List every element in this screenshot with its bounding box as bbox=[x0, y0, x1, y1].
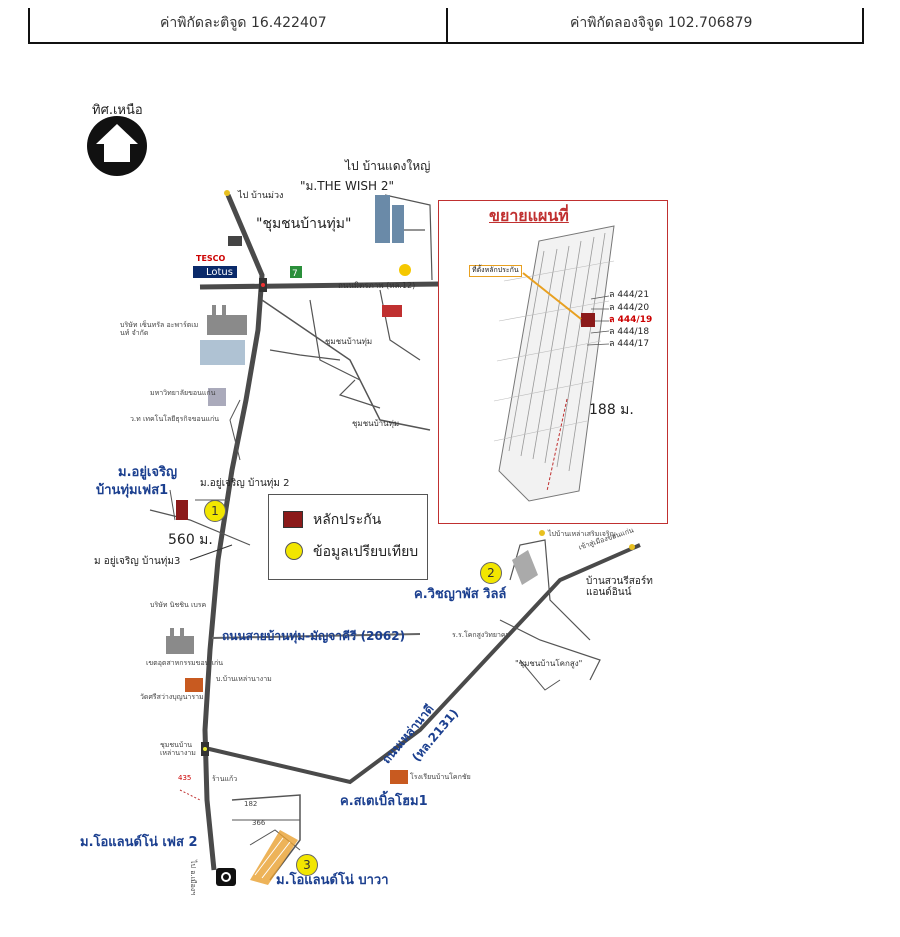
label-company-central: บริษัท เซ็นทรัล อะพาร์ตเมนท์ จำกัด bbox=[120, 321, 199, 337]
coordinate-header: ค่าพิกัดละติจูด 16.422407 ค่าพิกัดลองจิจ… bbox=[28, 8, 864, 44]
latitude-text: ค่าพิกัดละติจูด 16.422407 bbox=[160, 15, 327, 31]
inset-collateral-marker bbox=[581, 313, 595, 327]
inset-plot-canvas bbox=[493, 225, 615, 502]
inset-title: ขยายแผนที่ bbox=[489, 206, 569, 225]
label-to-ban-daeng-yai: ไป บ้านแดงใหญ่ bbox=[345, 159, 431, 173]
inset-zoom-map: ขยายแผนที่ ที่ตั้งหลักประกัน ล 444/21 ล … bbox=[438, 200, 668, 524]
svg-text:7: 7 bbox=[292, 269, 298, 279]
north-label: ทิศ.เหนือ bbox=[92, 103, 143, 118]
comparable-marker-2[interactable]: 2 bbox=[480, 562, 502, 584]
comp1-extra2: ม อยู่เจริญ บ้านทุ่ม3 bbox=[94, 556, 181, 567]
road-2062 bbox=[211, 633, 421, 639]
seven-eleven-icon: 7 bbox=[290, 266, 302, 279]
legend-collateral-swatch bbox=[283, 511, 303, 528]
gas-pump-icon bbox=[216, 868, 236, 886]
label-kok-sung-community: "ชุมชนบ้านโคกสูง" bbox=[515, 659, 583, 668]
label-ban-lao-nang: บ.บ้านเหล่านางาม bbox=[216, 675, 272, 683]
north-arrow-icon bbox=[87, 116, 147, 176]
inset-distance: 188 ม. bbox=[589, 402, 634, 418]
road-mittraphap-label: ถนนมิตรภาพ (ทล.12) bbox=[338, 281, 416, 290]
tesco-text: TESCO bbox=[196, 254, 226, 263]
road-2062-label: ถนนสายบ้านทุ่ม-มัญจาคีรี (2062) bbox=[222, 629, 406, 643]
label-to-ban-muang: ไป บ้านม่วง bbox=[238, 191, 284, 201]
legend-collateral-label: หลักประกัน bbox=[313, 512, 382, 528]
label-wat: วัดศรีสว่างบุญนาราม bbox=[140, 693, 204, 701]
temple-icon bbox=[390, 770, 408, 784]
label-community-ban-thum: "ชุมชนบ้านทุ่ม" bbox=[256, 216, 352, 232]
legend: หลักประกัน ข้อมูลเปรียบเทียบ bbox=[268, 494, 428, 580]
label-to-mueang-south: ไป อ.เมืองฯ bbox=[189, 860, 197, 896]
label-num-366: 366 bbox=[252, 819, 266, 827]
inset-lot-5: ล 444/17 bbox=[609, 339, 650, 349]
label-kok-sung-school: ร.ร.โคกสูงวิทยาคม bbox=[452, 631, 511, 639]
label-industrial: เขตอุตสาหกรรมขอนแก่น bbox=[146, 659, 223, 667]
shell-icon bbox=[399, 264, 411, 276]
comp1-name-line1: ม.อยู่เจริญ bbox=[118, 465, 178, 480]
comp2-extra: บ้านสวนรีสอร์ท แอนด์อินน์ bbox=[586, 576, 653, 598]
inset-callout: ที่ตั้งหลักประกัน bbox=[469, 265, 522, 277]
factory-icon bbox=[166, 628, 194, 654]
building-icon bbox=[200, 340, 245, 365]
comp3-name: ม.โอแลนด์โน่ บาวา bbox=[276, 873, 389, 888]
estate-plot-3 bbox=[250, 830, 298, 885]
comp1-name-line2: บ้านทุ่มเฟส1 bbox=[96, 483, 169, 498]
label-community-small: ชุมชนบ้านทุ่ม bbox=[325, 337, 373, 346]
inset-lot-2: ล 444/20 bbox=[609, 303, 650, 313]
inset-lot-3: ล 444/19 bbox=[609, 315, 653, 325]
label-company-nissin: บริษัท นิชชิน เบรค bbox=[150, 601, 207, 609]
tesco-lotus-logo bbox=[193, 266, 237, 278]
comp1-distance: 560 ม. bbox=[168, 532, 213, 548]
label-the-wish: "ม.THE WISH 2" bbox=[300, 179, 395, 193]
traffic-light-icon bbox=[201, 742, 209, 756]
building-icon bbox=[375, 195, 404, 243]
traffic-light-icon bbox=[259, 278, 267, 292]
label-community-small-2: ชุมชนบ้านทุ่ม bbox=[352, 419, 400, 428]
label-stable-home: ค.สเตเบิ้ลโฮม1 bbox=[340, 794, 428, 809]
legend-comparable-label: ข้อมูลเปรียบเทียบ bbox=[313, 544, 419, 560]
road-main-ns bbox=[202, 194, 265, 871]
inset-lot-1: ล 444/21 bbox=[609, 290, 650, 300]
legend-comparable-swatch bbox=[285, 542, 303, 560]
store-icon bbox=[228, 236, 242, 246]
estate-plot-2 bbox=[512, 550, 538, 585]
label-to-ban-saen-charoen: ไปบ้านเหล่าเสริมเจริญ bbox=[548, 530, 616, 538]
label-tech-college: ว.ท เทคโนโลยีธุรกิจขอนแก่น bbox=[130, 415, 220, 423]
comp2-name: ค.วิชญาพัส วิลล์ bbox=[414, 587, 507, 602]
label-ban-kaeng: ร้านแก้ว bbox=[212, 775, 238, 783]
header-divider bbox=[446, 8, 448, 42]
road-2131 bbox=[204, 543, 641, 785]
university-icon bbox=[208, 388, 226, 406]
lotus-text: Lotus bbox=[206, 267, 233, 278]
inset-lot-4: ล 444/18 bbox=[609, 327, 650, 337]
house-icon bbox=[382, 305, 402, 317]
comparable-marker-1[interactable]: 1 bbox=[204, 500, 226, 522]
longitude-text: ค่าพิกัดลองจิจูด 102.706879 bbox=[570, 15, 753, 31]
label-university: มหาวิทยาลัยขอนแก่น bbox=[150, 389, 216, 397]
label-ban-chok-chai: โรงเรียนบ้านโคกชัย bbox=[410, 773, 471, 781]
comp3-extra: ม.โอแลนด์โน่ เฟส 2 bbox=[80, 835, 198, 850]
collateral-marker bbox=[176, 500, 188, 520]
label-ban-lao-nang-comm: ชุมชนบ้านเหล่านางาม bbox=[160, 741, 196, 757]
road-mittraphap bbox=[199, 281, 441, 290]
comparable-marker-3[interactable]: 3 bbox=[296, 854, 318, 876]
label-road-435: 435 bbox=[178, 774, 192, 782]
factory-icon bbox=[207, 305, 247, 335]
label-num-182: 182 bbox=[244, 800, 258, 808]
temple-icon bbox=[185, 678, 203, 692]
comp1-extra1: ม.อยู่เจริญ บ้านทุ่ม 2 bbox=[200, 478, 290, 489]
